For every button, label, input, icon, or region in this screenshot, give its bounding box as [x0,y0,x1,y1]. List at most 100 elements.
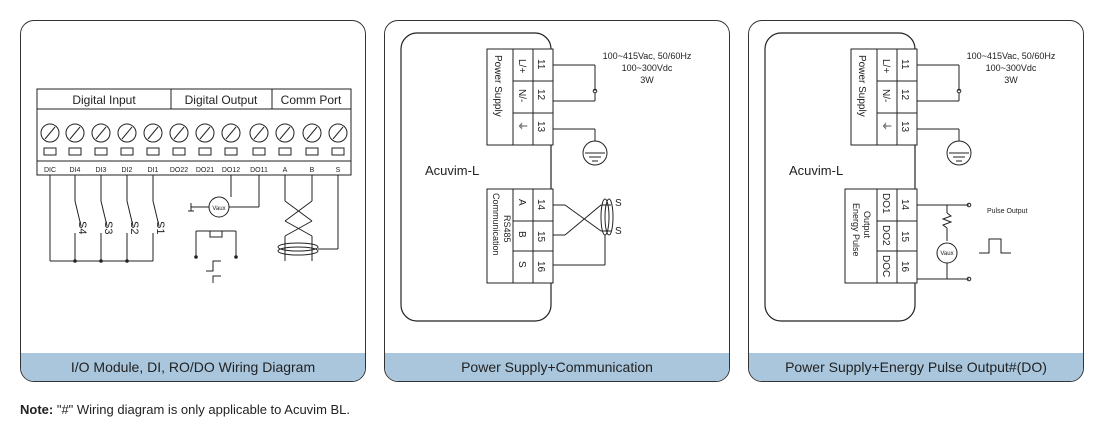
supply-voltage-dc: 100~300Vdc [622,63,673,73]
power-term-l: L/+ [516,59,527,73]
terminal-slot [146,147,160,156]
power-term-n: N/- [880,89,891,102]
supply-power: 3W [1004,75,1018,85]
terminal-slot [94,147,108,156]
power-comm-diagram: Acuvim-L Power Supply L/+ N/- ⏚ 11 12 13… [400,32,692,322]
pulse-wiring [917,204,1011,280]
terminal-slot [68,147,82,156]
terminal-slot [252,147,266,156]
screw-slot [225,126,237,140]
power-pulse-panel: Acuvim-L Power Supply L/+ N/- ⏚ 11 12 13… [748,20,1084,382]
io-module-panel: Digital Input Digital Output Comm Port D… [20,20,366,382]
note-label: Note: [20,402,54,417]
screw-slot [44,126,56,140]
screw-slot [95,126,107,140]
pulse-output-label: Pulse Output [987,208,1028,215]
comm-wiring [277,175,339,261]
power-num: 13 [899,121,910,133]
comm-block-label: Communication [491,193,501,256]
supply-voltage-ac: 100~415Vac, 50/60Hz [967,51,1056,61]
switch-label-s3: S3 [102,221,114,234]
supply-power: 3W [640,75,654,85]
power-wiring [917,64,972,166]
comm-term: B [516,231,527,238]
footnote: Note: "#" Wiring diagram is only applica… [20,402,350,417]
panel-caption: Power Supply+Energy Pulse Output#(DO) [749,353,1083,381]
terminal-label: B [310,167,315,174]
screw-slot [173,126,185,140]
screw-slot [121,126,133,140]
vaux-label: Vaux [940,251,953,257]
supply-voltage-dc: 100~300Vdc [986,63,1037,73]
screw-slot [253,126,265,140]
panel-caption: Power Supply+Communication [385,353,729,381]
pulse-block-label: Energy Pulse [851,203,861,257]
terminal-labels: DIC DI4 DI3 DI2 DI1 DO22 DO21 DO12 DO11 … [44,167,341,174]
terminal-slot [198,147,212,156]
terminal-slot [305,147,319,156]
pulse-term: DOC [880,255,891,277]
pulse-term: DO1 [880,193,891,214]
terminal-label: DO12 [222,167,240,174]
supply-voltage-ac: 100~415Vac, 50/60Hz [603,51,692,61]
terminal-label: DI4 [70,167,81,174]
power-block-label: Power Supply [492,55,503,117]
screw-slot [147,126,159,140]
comm-num: 16 [535,261,546,273]
comm-num: 14 [535,199,546,211]
power-num: 12 [899,89,910,101]
power-term-l: L/+ [880,59,891,73]
terminal-label: DO11 [250,167,268,174]
terminal-label: A [283,167,288,174]
terminal-label: DI2 [122,167,133,174]
shield-label: S [615,198,622,209]
power-num: 13 [535,121,546,133]
terminal-label: DIC [44,167,56,174]
power-term-n: N/- [516,89,527,102]
shield-label: S [615,226,622,237]
terminal-label: DI1 [148,167,159,174]
terminal-slot [278,147,292,156]
power-num: 12 [535,89,546,101]
terminal-slot [43,147,57,156]
terminal-slot [172,147,186,156]
terminal-label: DI3 [96,167,107,174]
screw-slot [279,126,291,140]
group-label-comm-port: Comm Port [281,93,342,107]
comm-term: S [516,261,527,268]
power-num: 11 [899,59,910,70]
comm-num: 15 [535,231,546,243]
panel-caption: I/O Module, DI, RO/DO Wiring Diagram [21,353,365,381]
pulse-num: 15 [899,231,910,243]
do-wiring [188,175,260,283]
switch-label-s2: S2 [128,221,140,234]
terminal-label: S [336,167,341,174]
screw-slot [199,126,211,140]
power-term-ground: ⏚ [880,121,892,131]
screw-slot [69,126,81,140]
terminal-label: DO22 [170,167,188,174]
comm-wiring [553,198,614,266]
pulse-num: 16 [899,261,910,273]
switch-label-s1: S1 [154,221,166,234]
terminal-slot [224,147,238,156]
di-wiring [49,175,160,262]
pulse-term: DO2 [880,225,891,246]
comm-term: A [516,199,527,206]
device-name: Acuvim-L [789,163,843,178]
screw-terminals [40,123,348,156]
group-label-digital-output: Digital Output [185,93,258,107]
comm-block-label: RS485 [502,215,512,243]
screw-slot [306,126,318,140]
terminal-slot [120,147,134,156]
power-term-ground: ⏚ [516,121,528,131]
note-text: "#" Wiring diagram is only applicable to… [53,402,351,417]
power-block-label: Power Supply [856,55,867,117]
group-label-digital-input: Digital Input [72,93,136,107]
terminal-slot [331,147,345,156]
vaux-label: Vaux [212,206,225,212]
screw-slot [332,126,344,140]
io-module-diagram: Digital Input Digital Output Comm Port D… [36,88,352,283]
terminal-label: DO21 [196,167,214,174]
pulse-block-label: Output [862,211,872,239]
